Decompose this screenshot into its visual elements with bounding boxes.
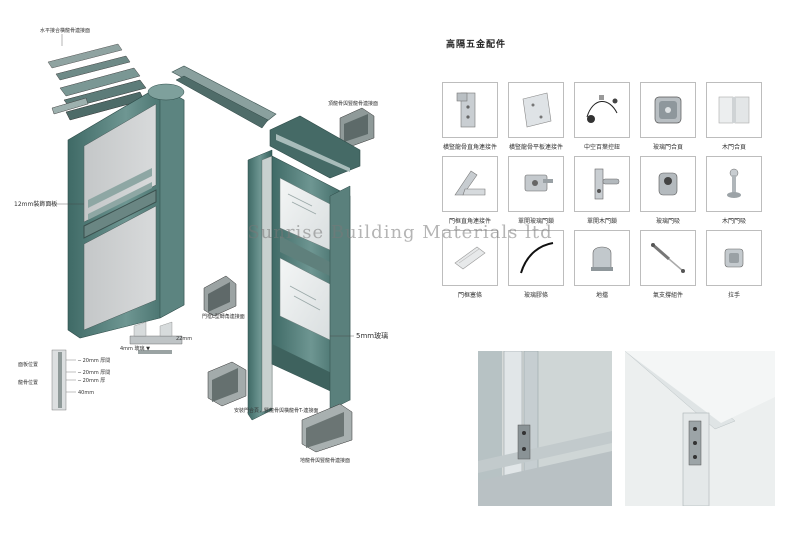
label-detail-side-a: 面板位置 xyxy=(18,361,38,368)
wall-detail-section xyxy=(51,349,172,411)
hardware-item: 玻璃門合頁 xyxy=(640,82,696,151)
hardware-label: 門框直角連接件 xyxy=(448,218,491,225)
label-detail-b: ─ 20mm 厚間 xyxy=(77,370,110,376)
label-detail-a: ─ 20mm 厚間 xyxy=(77,358,110,364)
corner-angle-icon xyxy=(454,170,486,196)
hardware-item: 氣支撐組件 xyxy=(640,230,696,299)
installation-photo-right xyxy=(625,351,775,506)
hardware-item: 橫豎龍骨平板連接件 xyxy=(508,82,564,151)
hardware-label: 橫豎龍骨平板連接件 xyxy=(508,144,563,151)
rubber-strip-icon xyxy=(520,242,554,274)
hardware-item: 木門門吸 xyxy=(706,156,762,225)
label-door-frame-connector: 門框L型轉角連接面 xyxy=(202,313,245,320)
blind-control-icon xyxy=(586,95,618,123)
frame-strip-icon xyxy=(454,246,486,270)
hardware-label: 單開玻璃門鎖 xyxy=(517,218,554,225)
glass-stopper-icon xyxy=(658,172,678,196)
label-top-right-connector: 頂龍骨與豎龍骨連接面 xyxy=(328,100,378,107)
wood-hinge-icon xyxy=(718,96,750,124)
hardware-item: 中空百葉控鈕 xyxy=(574,82,630,151)
gas-strut-icon xyxy=(651,243,685,273)
hardware-label: 木門合頁 xyxy=(721,144,746,151)
wood-stopper-icon xyxy=(727,168,741,198)
label-decor-panel: 12mm裝飾面板 xyxy=(14,200,57,208)
hardware-item: 木門合頁 xyxy=(706,82,762,151)
handle-icon xyxy=(724,248,744,268)
glass-hinge-icon xyxy=(654,96,682,124)
installation-photo-left xyxy=(478,351,612,506)
label-section-tag2: 22mm xyxy=(176,336,192,342)
hardware-label: 單開木門鎖 xyxy=(586,218,617,225)
hardware-item: 橫豎龍骨直角連接件 xyxy=(442,82,498,151)
flat-plate-icon xyxy=(522,92,552,128)
glass-lock-icon xyxy=(524,174,553,192)
top-centre-rail xyxy=(171,65,277,129)
hardware-label: 玻璃門吸 xyxy=(655,218,680,225)
label-door-leaf-note: 安裝門合頁，豎龍骨與橫龍骨T-連接面 xyxy=(234,407,318,414)
hardware-title: 高隔五金配件 xyxy=(446,40,507,50)
label-glass: 5mm玻璃 xyxy=(356,331,388,340)
hardware-item: 拉手 xyxy=(706,230,762,299)
hardware-label: 木門門吸 xyxy=(721,218,746,225)
hardware-item: 單開木門鎖 xyxy=(574,156,630,225)
label-top-left-connector: 水平接合橫龍骨連接面 xyxy=(40,27,90,34)
top-right-connector xyxy=(339,107,375,147)
hardware-item: 玻璃門吸 xyxy=(640,156,696,225)
hardware-item: 門框直角連接件 xyxy=(442,156,498,225)
label-detail-side-b: 龍骨位置 xyxy=(18,379,38,386)
hardware-item: 地擋 xyxy=(574,230,630,299)
floor-stop-icon xyxy=(591,246,613,271)
wood-lock-icon xyxy=(594,168,620,200)
label-section-tag: 4mm 玻璃 ▼ xyxy=(120,345,150,352)
middle-connectors xyxy=(129,275,237,345)
hardware-label: 氣支撐組件 xyxy=(652,292,683,299)
hardware-label: 玻璃膠條 xyxy=(523,292,548,299)
hardware-label: 地擋 xyxy=(595,292,608,299)
bracket-plate-icon xyxy=(456,92,476,128)
hardware-item: 門框塞條 xyxy=(442,230,498,299)
bottom-connectors xyxy=(207,361,353,453)
left-partition-panel xyxy=(67,83,185,339)
label-detail-d: 40mm xyxy=(78,390,94,396)
hardware-item: 玻璃膠條 xyxy=(508,230,564,299)
partition-exploded-diagram: 水平接合橫龍骨連接面 頂龍骨與豎龍骨連接面 12mm裝飾面板 5mm玻璃 門框L… xyxy=(14,27,388,464)
hardware-label: 拉手 xyxy=(727,292,740,299)
hardware-item: 單開玻璃門鎖 xyxy=(508,156,564,225)
right-glass-partition xyxy=(247,115,361,421)
label-bottom-connector: 地龍骨與豎龍骨連接面 xyxy=(300,457,350,464)
hardware-label: 橫豎龍骨直角連接件 xyxy=(442,144,497,151)
hardware-label: 門框塞條 xyxy=(457,292,482,299)
hardware-label: 玻璃門合頁 xyxy=(652,144,683,151)
hardware-label: 中空百葉控鈕 xyxy=(583,144,620,151)
label-detail-c: ─ 20mm 厚 xyxy=(77,378,105,384)
top-left-rails xyxy=(47,43,147,121)
